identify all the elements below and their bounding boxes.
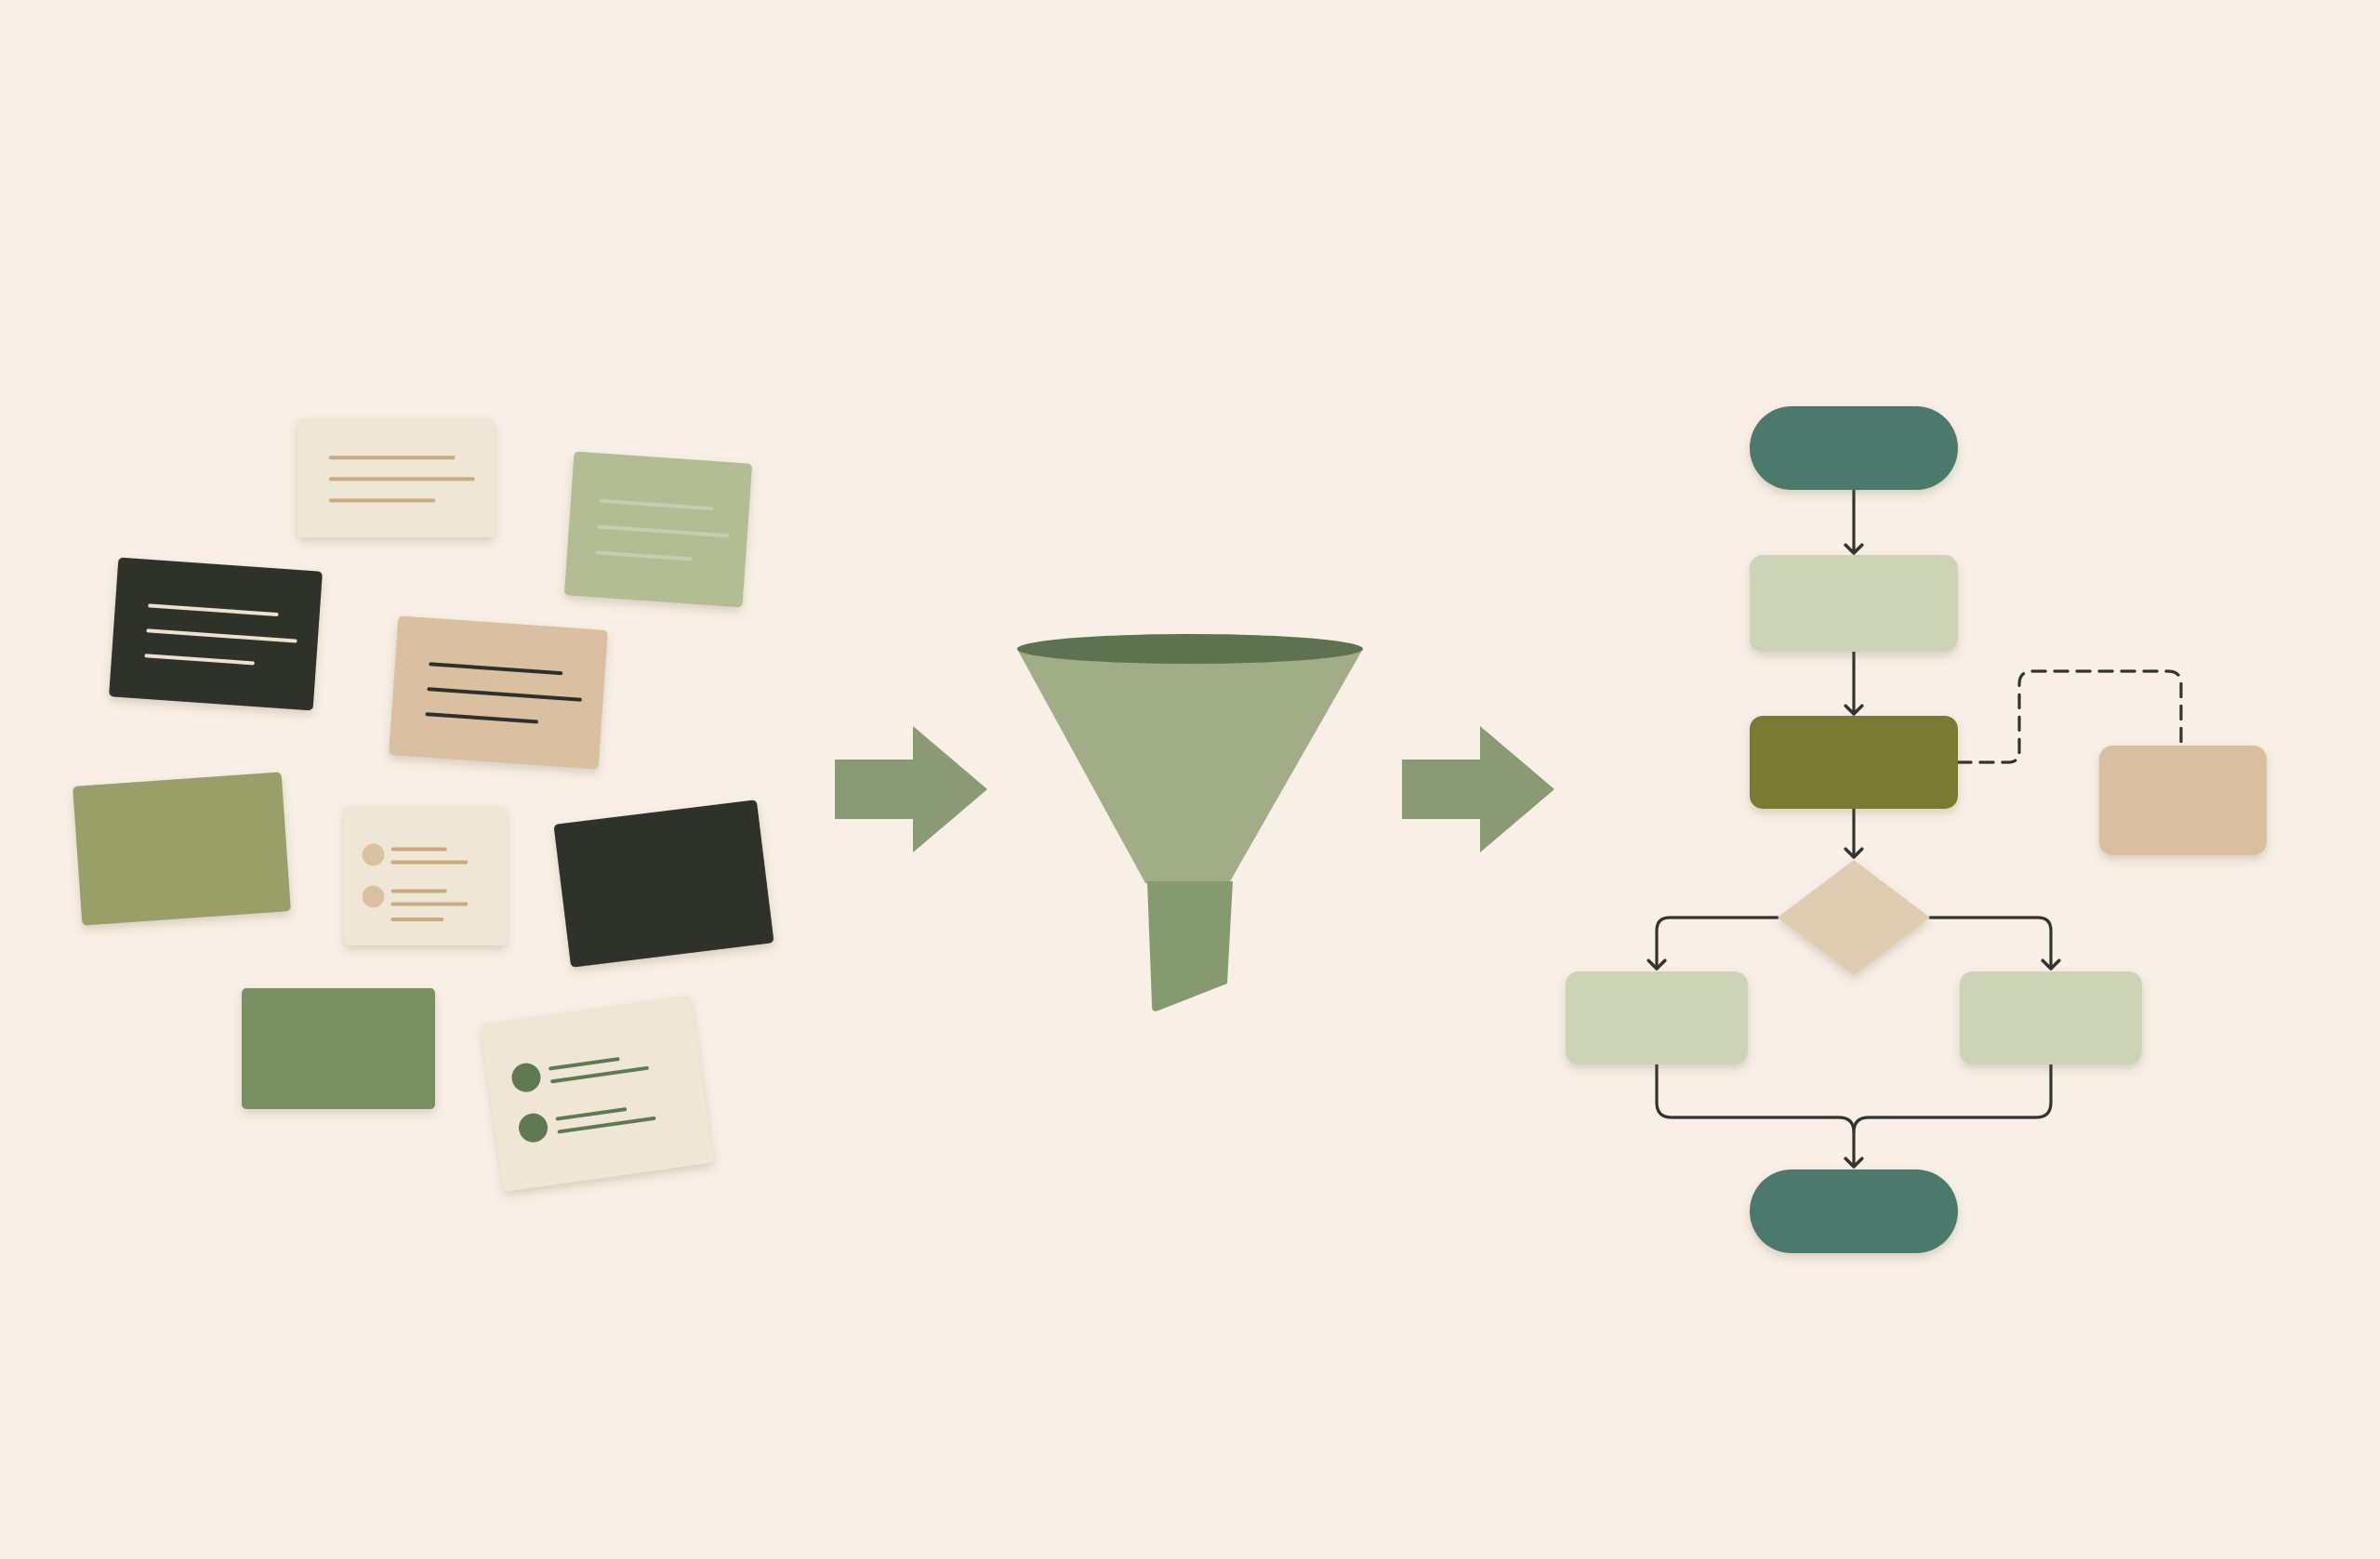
- card-9: [481, 995, 713, 1192]
- card-body: [481, 995, 713, 1192]
- card-text-line: [146, 628, 298, 643]
- funnel-group: [1017, 634, 1363, 1011]
- bullet-dot: [511, 1063, 541, 1092]
- card-2: [564, 451, 752, 608]
- card-1: [298, 418, 495, 537]
- flow-node-branch-left: [1566, 971, 1748, 1064]
- card-body: [564, 451, 752, 608]
- funnel-icon: [1017, 634, 1363, 1011]
- card-text-line: [597, 524, 730, 538]
- card-3: [109, 557, 323, 711]
- card-text-line: [425, 712, 538, 724]
- card-text-line: [595, 550, 693, 562]
- card-text-line: [148, 603, 279, 617]
- card-text-line: [427, 687, 582, 702]
- card-body: [344, 806, 507, 945]
- card-text-line: [549, 1057, 620, 1071]
- flow-node-branch-right: [1960, 971, 2142, 1064]
- funnel-cone: [1017, 649, 1363, 883]
- edge-decision-right: [1928, 916, 2061, 971]
- edge-right-end: [1852, 1063, 2053, 1134]
- card-text-line: [550, 1065, 649, 1084]
- flow-node-side: [2099, 746, 2267, 855]
- edge-step-2-side: [1956, 669, 2183, 764]
- funnel-rim: [1017, 634, 1363, 664]
- bullet-dot: [362, 885, 385, 908]
- flowchart-group: [1566, 406, 2267, 1253]
- card-body: [553, 799, 774, 968]
- flow-node-decision: [1778, 860, 1930, 975]
- funnel-spout: [1147, 881, 1233, 1011]
- card-text-line: [557, 1116, 656, 1134]
- flow-node-step-2: [1750, 716, 1958, 809]
- edge-left-end: [1655, 1063, 1864, 1169]
- card-text-line: [555, 1107, 628, 1121]
- card-6: [344, 806, 507, 945]
- card-text-line: [144, 654, 255, 666]
- right-arrow-icon: [1402, 726, 1554, 852]
- flow-node-start: [1750, 406, 1958, 490]
- card-text-line: [599, 498, 714, 511]
- bullet-dot: [519, 1113, 549, 1143]
- card-body: [73, 772, 291, 926]
- edge-decision-left: [1646, 916, 1779, 971]
- card-7: [553, 799, 774, 968]
- arrows-group: [835, 726, 1554, 852]
- card-8: [242, 988, 435, 1109]
- card-body: [242, 988, 435, 1109]
- flow-node-end: [1750, 1169, 1958, 1253]
- flow-node-step-1: [1750, 555, 1958, 652]
- card-4: [389, 615, 608, 770]
- card-text-line: [429, 662, 563, 676]
- scattered-cards-group: [73, 418, 774, 1192]
- card-5: [73, 772, 291, 926]
- bullet-dot: [362, 843, 385, 866]
- right-arrow-icon: [835, 726, 987, 852]
